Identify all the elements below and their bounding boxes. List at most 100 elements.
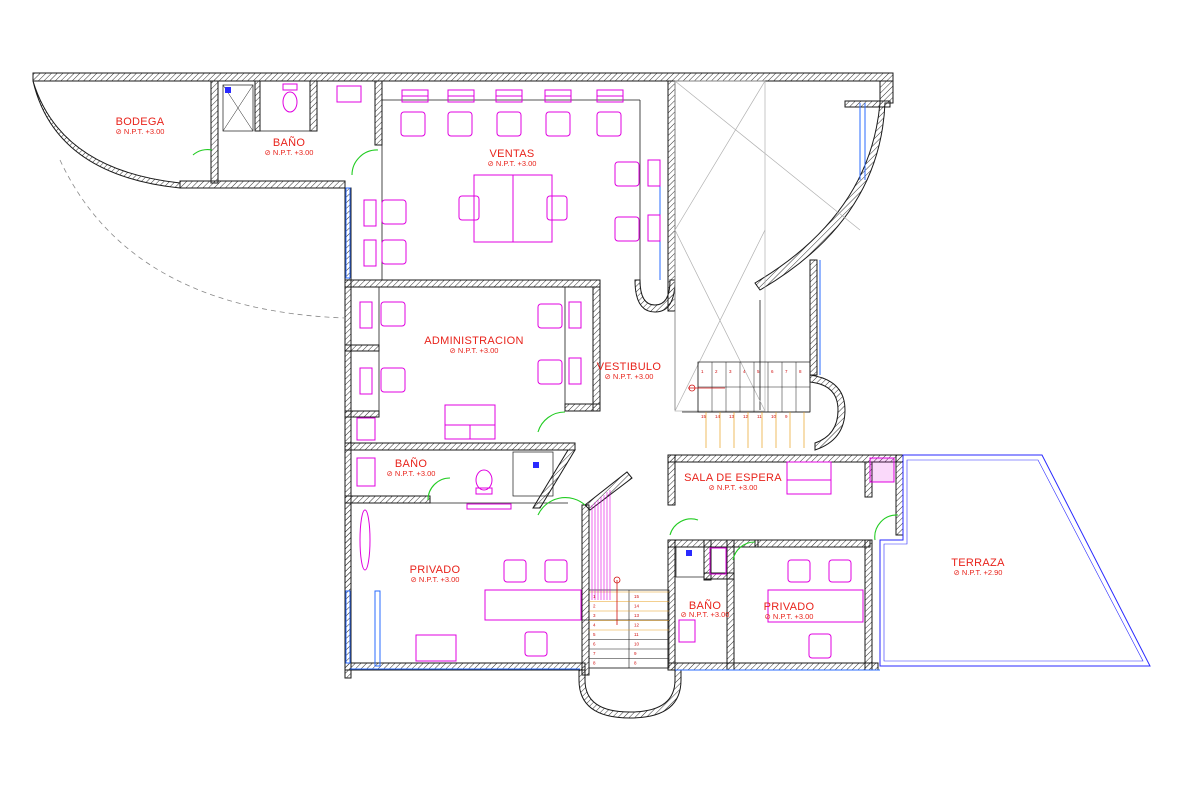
chair-icon xyxy=(614,161,640,187)
stair-number: 12 xyxy=(634,623,640,628)
room-level: ⊘ N.P.T. +3.00 xyxy=(450,346,499,355)
stair-number: 12 xyxy=(743,414,749,419)
room-name: SALA DE ESPERA xyxy=(684,472,782,484)
computer-icon xyxy=(596,89,624,103)
cabinet xyxy=(356,417,376,441)
room-name: VESTIBULO xyxy=(597,361,662,373)
chair-icon xyxy=(537,303,563,329)
shower xyxy=(222,84,254,132)
chair-icon xyxy=(546,195,568,221)
computer-icon xyxy=(359,367,373,395)
stair-number: 14 xyxy=(715,414,721,419)
chair-icon xyxy=(596,111,622,137)
stair-number: 11 xyxy=(634,632,639,637)
stair-number: 1 xyxy=(593,594,596,599)
room-bano1: BAÑO ⊘ N.P.T. +3.00 xyxy=(265,136,314,157)
stair-number: 6 xyxy=(593,642,596,647)
chair-icon xyxy=(828,559,852,583)
bodega-door-arc xyxy=(59,159,346,319)
stair-number: 9 xyxy=(634,651,637,656)
desk xyxy=(767,589,864,623)
room-level: ⊘ N.P.T. +3.00 xyxy=(387,469,436,478)
stairs-upper xyxy=(688,361,811,448)
cabinet xyxy=(415,634,457,662)
cabinet xyxy=(709,547,727,575)
toilet-icon xyxy=(475,469,493,491)
plant xyxy=(359,509,371,571)
sink-icon xyxy=(336,85,362,103)
room-name: ADMINISTRACION xyxy=(424,335,524,347)
room-bodega: BODEGA ⊘ N.P.T. +3.00 xyxy=(116,116,165,136)
sink-icon xyxy=(678,619,696,643)
shower xyxy=(512,451,554,497)
room-labels: BODEGA ⊘ N.P.T. +3.00 BAÑO ⊘ N.P.T. +3.0… xyxy=(116,116,1005,621)
computer-icon xyxy=(568,357,582,385)
stair-number: 4 xyxy=(743,369,746,374)
chair-icon xyxy=(381,199,407,225)
chair-icon xyxy=(503,559,527,583)
door-swings xyxy=(192,149,899,561)
stair-number: 9 xyxy=(785,414,788,419)
stair-number: 2 xyxy=(593,604,596,609)
stair-number: 5 xyxy=(757,369,760,374)
stair-number: 13 xyxy=(634,613,640,618)
computer-icon xyxy=(363,199,377,227)
room-level: ⊘ N.P.T. +3.00 xyxy=(265,148,314,157)
walls xyxy=(32,72,904,719)
stair-number: 10 xyxy=(771,414,777,419)
room-privado1: PRIVADO ⊘ N.P.T. +3.00 xyxy=(410,564,461,584)
computer-icon xyxy=(568,301,582,329)
room-vestibulo: VESTIBULO ⊘ N.P.T. +3.00 xyxy=(597,361,662,381)
shower xyxy=(675,546,705,578)
furniture xyxy=(222,83,895,662)
chair-icon xyxy=(458,195,480,221)
cabinet xyxy=(869,457,895,483)
stair-number: 8 xyxy=(593,661,596,666)
room-name: VENTAS xyxy=(490,148,535,160)
computer-icon xyxy=(495,89,523,103)
room-level: ⊘ N.P.T. +3.00 xyxy=(681,610,730,619)
chair-icon xyxy=(544,559,568,583)
computer-icon xyxy=(363,239,377,267)
stair-number: 15 xyxy=(634,594,640,599)
chair-icon xyxy=(537,359,563,385)
room-terraza: TERRAZA ⊘ N.P.T. +2.90 xyxy=(951,557,1005,577)
desk xyxy=(484,589,582,621)
room-level: ⊘ N.P.T. +3.00 xyxy=(709,483,758,492)
stair-number: 3 xyxy=(593,613,596,618)
room-name: PRIVADO xyxy=(764,601,815,613)
computer-icon xyxy=(647,159,661,187)
room-privado2: PRIVADO ⊘ N.P.T. +3.00 xyxy=(764,601,815,621)
chair-icon xyxy=(447,111,473,137)
chair-icon xyxy=(808,633,832,659)
room-level: ⊘ N.P.T. +3.00 xyxy=(116,127,165,136)
chair-icon xyxy=(496,111,522,137)
room-name: BAÑO xyxy=(395,457,428,470)
chair-icon xyxy=(380,367,406,393)
room-name: BAÑO xyxy=(273,136,306,149)
stair-number: 8 xyxy=(634,661,637,666)
stair-number: 8 xyxy=(799,369,802,374)
room-name: BODEGA xyxy=(116,116,165,128)
computer-icon xyxy=(401,89,429,103)
chair-icon xyxy=(614,216,640,242)
stair-number: 15 xyxy=(701,414,707,419)
room-name: BAÑO xyxy=(689,599,722,612)
stair-number: 5 xyxy=(593,632,596,637)
room-level: ⊘ N.P.T. +2.90 xyxy=(954,568,1003,577)
room-bano3: BAÑO ⊘ N.P.T. +3.00 xyxy=(681,599,730,619)
room-level: ⊘ N.P.T. +3.00 xyxy=(605,372,654,381)
toilet-icon xyxy=(282,91,298,113)
computer-icon xyxy=(544,89,572,103)
room-name: TERRAZA xyxy=(951,557,1005,569)
chair-icon xyxy=(400,111,426,137)
stair-number: 1 xyxy=(701,369,704,374)
room-level: ⊘ N.P.T. +3.00 xyxy=(488,159,537,168)
windows xyxy=(345,103,880,671)
chair-icon xyxy=(381,239,407,265)
sink-icon xyxy=(356,457,376,487)
chair-icon xyxy=(380,301,406,327)
chair-icon xyxy=(524,631,548,657)
stairs-lower xyxy=(588,490,670,669)
